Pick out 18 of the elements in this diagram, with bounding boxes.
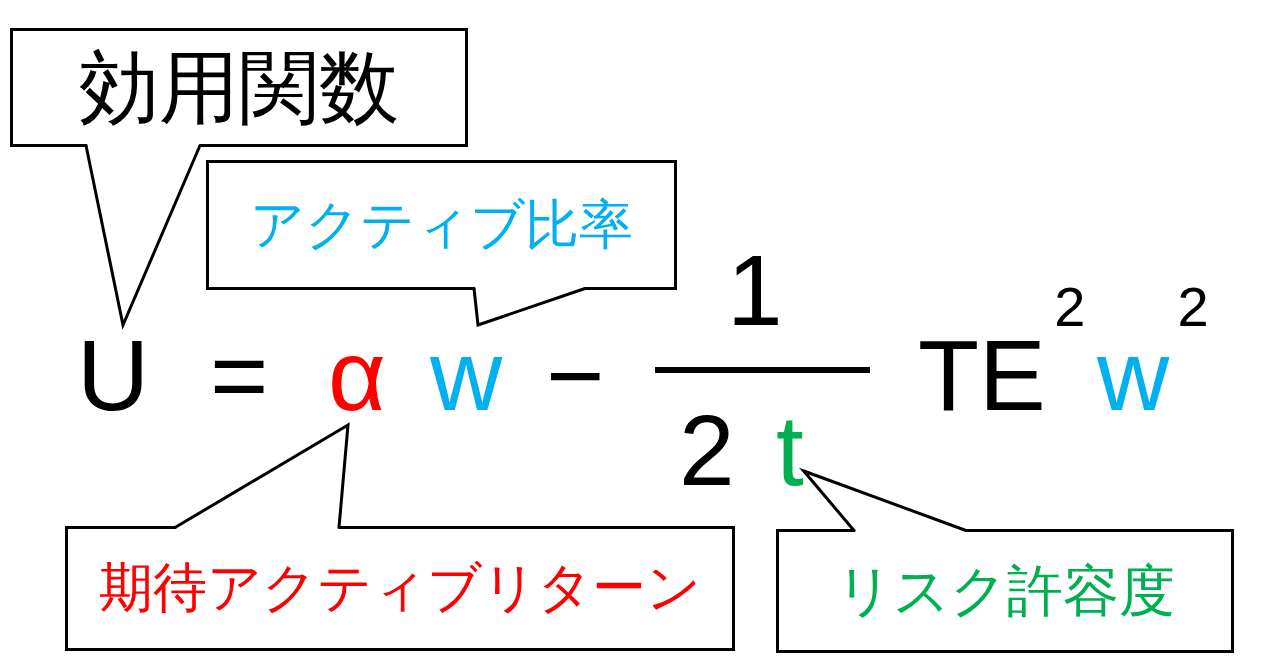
math-variable: α [328, 325, 386, 425]
callout-text: アクティブ比率 [250, 193, 633, 257]
equals-sign: = [210, 325, 269, 425]
math-variable: t [776, 400, 804, 500]
callout-text: 期待アクティブリターン [99, 557, 701, 620]
speech-bubble [776, 529, 1234, 653]
math-term: w$^{2}$ [1097, 279, 1209, 425]
math-variable: U [77, 325, 150, 425]
speech-bubble [65, 526, 735, 651]
callout-text: リスク許容度 [835, 558, 1175, 624]
numerator: 1 [727, 240, 783, 340]
speech-bubble [206, 160, 677, 290]
math-term: TE$^{2}$ [918, 279, 1086, 425]
speech-bubble [10, 28, 468, 147]
denominator: 2 [679, 400, 735, 500]
minus-sign: − [546, 325, 605, 425]
callout-text: 効用関数 [79, 41, 399, 134]
math-variable: w [430, 325, 503, 425]
